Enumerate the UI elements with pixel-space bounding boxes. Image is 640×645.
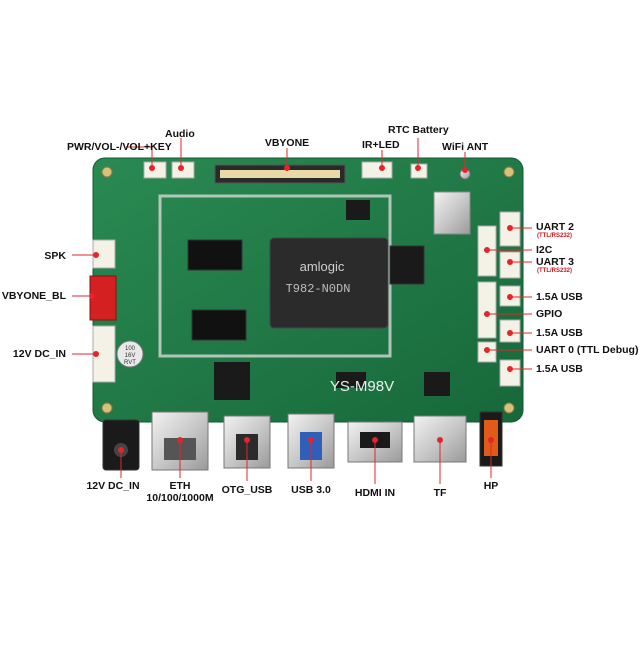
label-gpio: GPIO xyxy=(536,308,563,320)
label-uart3: UART 3 xyxy=(536,256,574,268)
ic-chip xyxy=(336,372,366,388)
label-uart2-sub: (TTL/RS232) xyxy=(537,233,573,239)
soc-brand: amlogic xyxy=(300,259,345,274)
spk-connector xyxy=(92,239,116,269)
label-eth-sub: 10/100/1000M xyxy=(146,492,214,504)
label-uart0: UART 0 (TTL Debug) xyxy=(536,344,639,356)
vbyone-bl-connector xyxy=(89,275,117,321)
gpio-connector xyxy=(477,281,497,339)
label-usb30: USB 3.0 xyxy=(291,484,331,496)
label-vbyone-bl: VBYONE_BL xyxy=(1,290,66,302)
ic-chip xyxy=(424,372,450,396)
label-hdmi-in: HDMI IN xyxy=(354,487,396,499)
label-audio: Audio xyxy=(165,128,195,140)
label-eth: ETH xyxy=(169,480,191,492)
label-tf: TF xyxy=(433,487,447,499)
label-i2c: I2C xyxy=(536,244,553,256)
mount-hole xyxy=(101,402,113,414)
model-silkscreen: YS-M98V xyxy=(330,378,394,395)
wifi-small-chip xyxy=(346,200,370,220)
label-spk: SPK xyxy=(44,250,66,262)
label-pwr-key: PWR/VOL-/VOL+KEY xyxy=(67,141,172,153)
label-ir-led: IR+LED xyxy=(362,139,400,151)
rtc-connector xyxy=(410,163,428,179)
label-usb-15a-1: 1.5A USB xyxy=(536,291,583,303)
label-otg-usb: OTG_USB xyxy=(221,484,273,496)
soc-part: T982-N0DN xyxy=(286,282,351,296)
label-usb-15a-3: 1.5A USB xyxy=(536,363,583,375)
cap-text-3: RVT xyxy=(124,360,136,366)
wifi-module xyxy=(433,191,471,235)
label-uart3-sub: (TTL/RS232) xyxy=(537,268,573,274)
mount-hole xyxy=(503,166,515,178)
capacitor xyxy=(116,340,144,368)
callout-lines xyxy=(72,138,532,484)
usb3-connector xyxy=(499,359,521,387)
label-uart2: UART 2 xyxy=(536,221,574,233)
label-vbyone: VBYONE xyxy=(264,137,310,149)
mount-hole xyxy=(503,402,515,414)
label-wifi-ant: WiFi ANT xyxy=(442,141,489,153)
ic-chip xyxy=(214,362,250,400)
cap-text-2: 16V xyxy=(125,353,136,359)
emmc-chip xyxy=(389,245,425,285)
label-dc-in-bottom: 12V DC_IN xyxy=(86,480,140,492)
label-dc-in-left: 12V DC_IN xyxy=(12,348,66,360)
mount-hole xyxy=(101,166,113,178)
label-usb-15a-2: 1.5A USB xyxy=(536,327,583,339)
label-rtc-battery: RTC Battery xyxy=(388,124,449,136)
soc-chip xyxy=(269,237,389,329)
dram-chip xyxy=(187,239,243,271)
dram-chip xyxy=(191,309,247,341)
label-hp: HP xyxy=(483,480,499,492)
ir-connector xyxy=(361,161,393,179)
key-connector xyxy=(143,161,167,179)
cap-text-1: 100 xyxy=(125,346,136,352)
